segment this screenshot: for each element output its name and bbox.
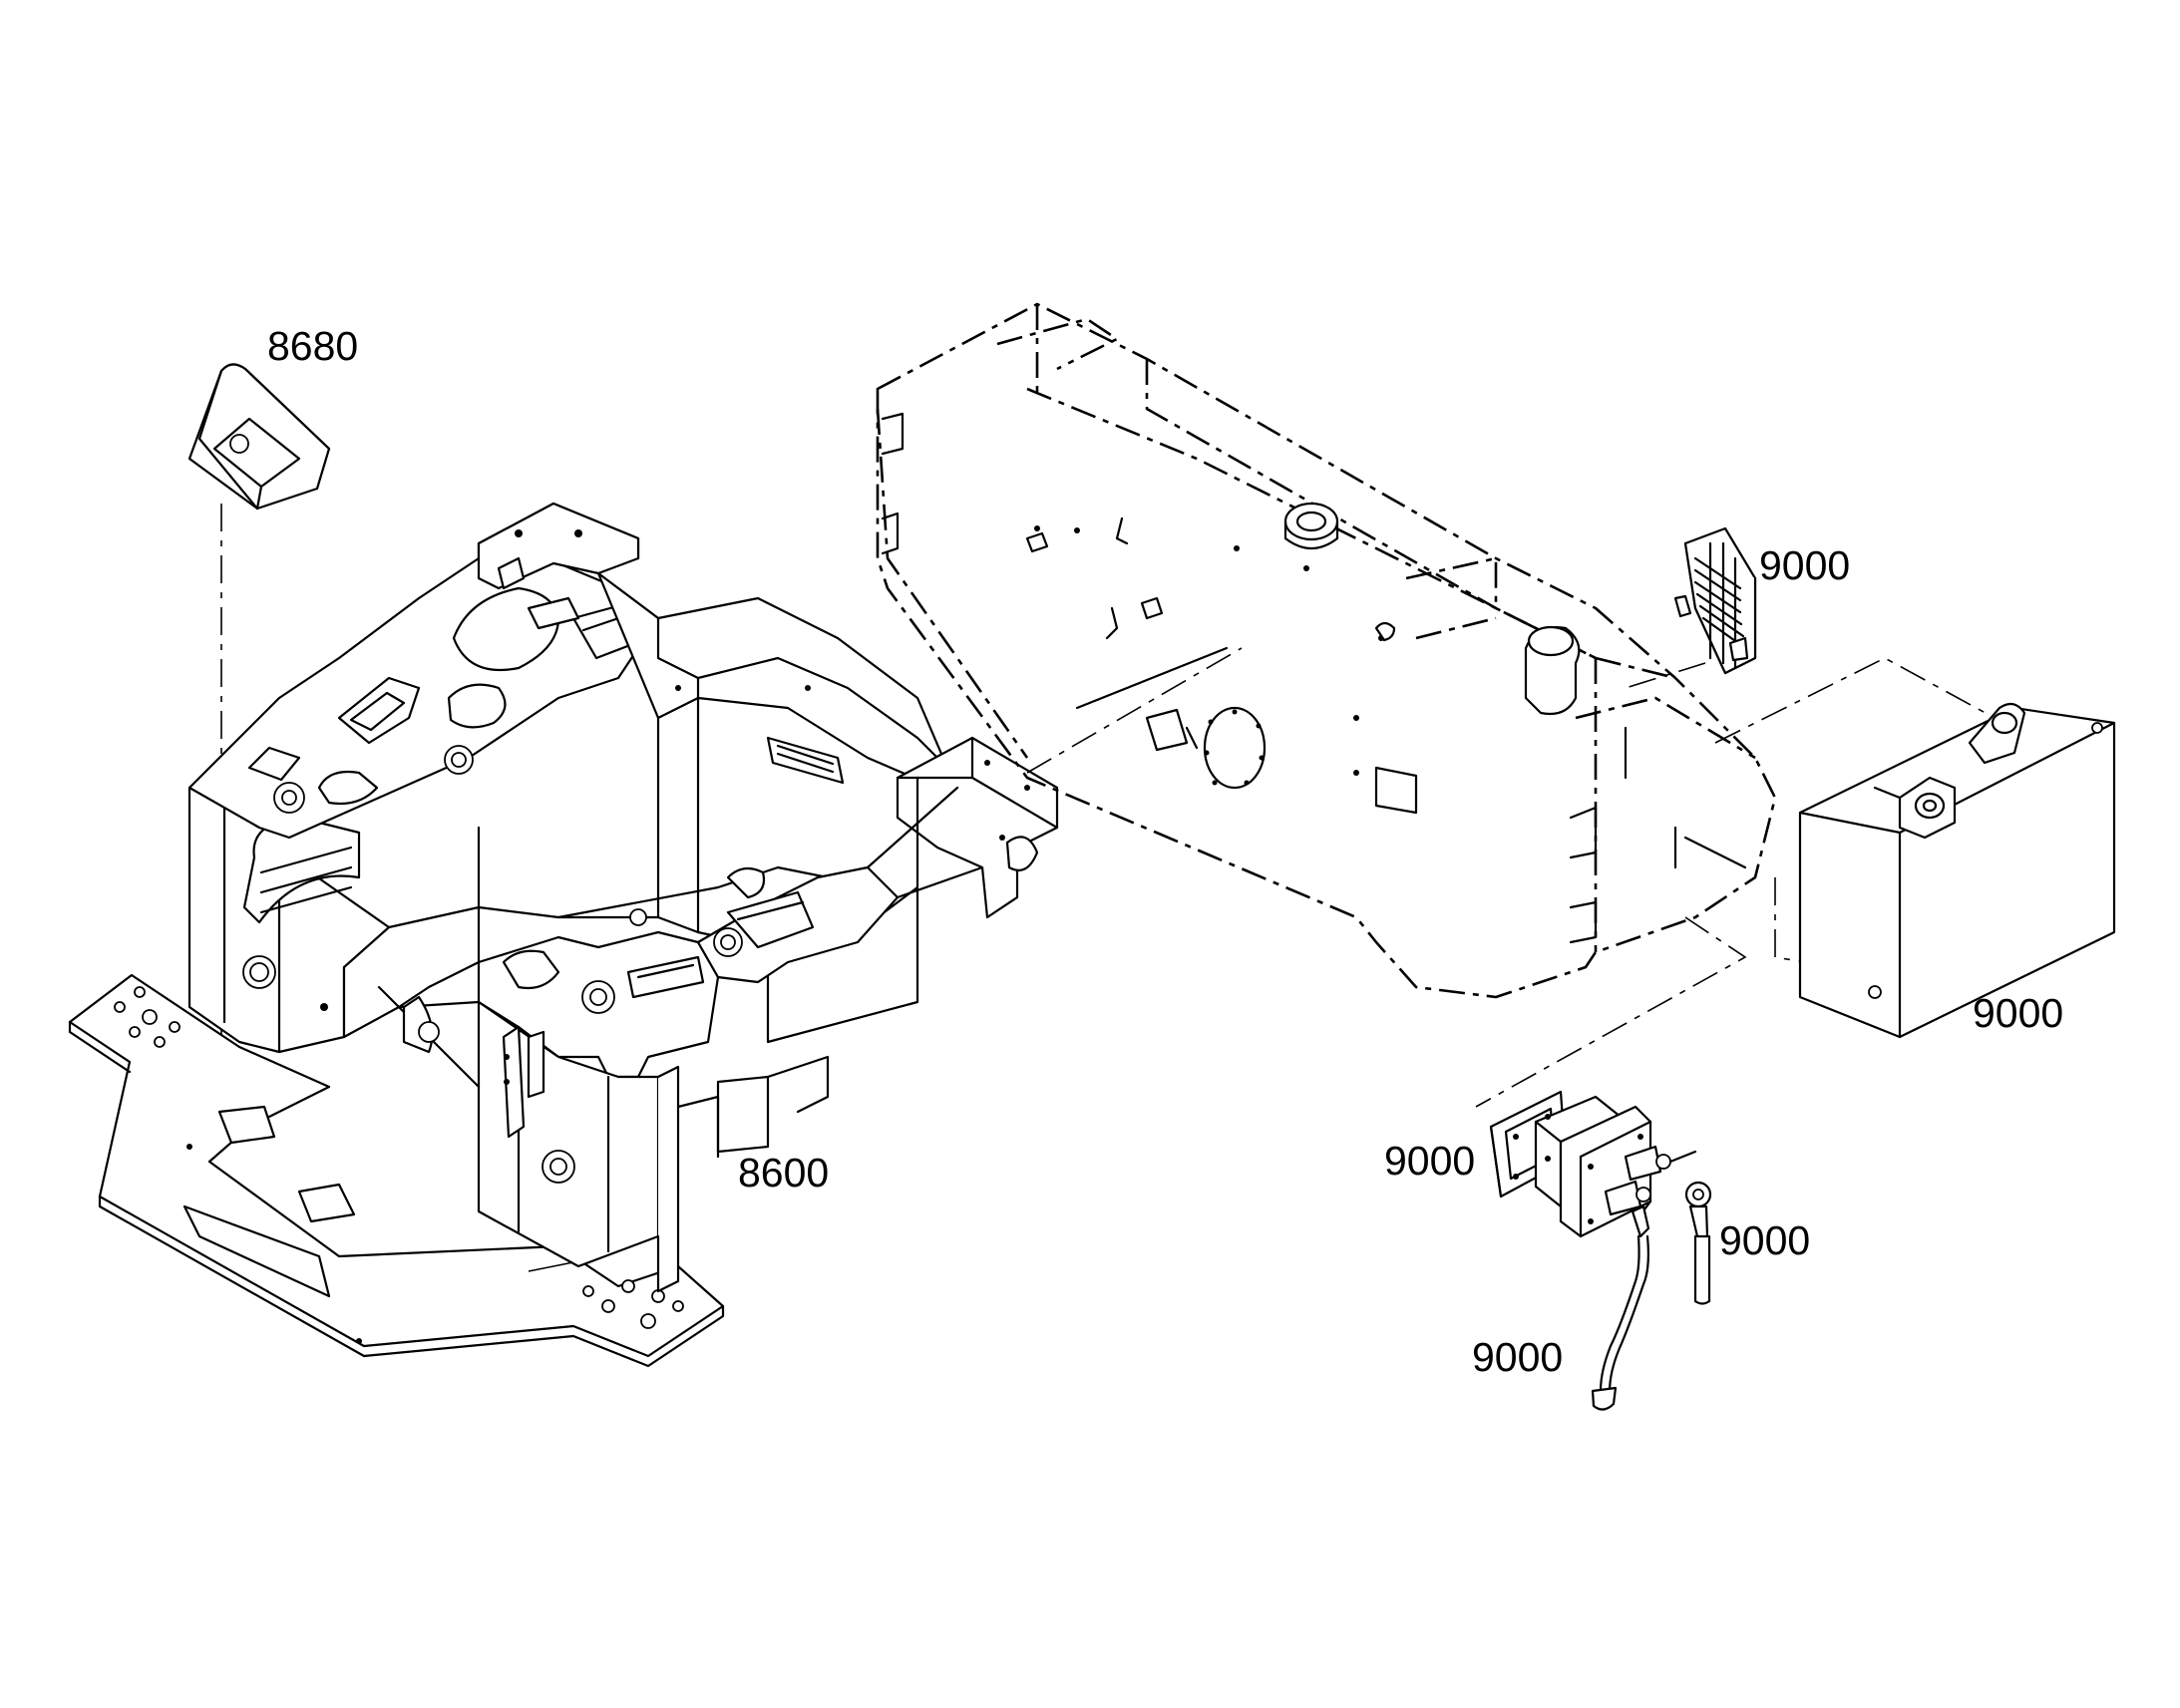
control-box-9000[interactable] xyxy=(1798,702,2116,1039)
callout-8680: 8680 xyxy=(267,323,358,369)
callout-8600: 8600 xyxy=(738,1150,829,1196)
battery-switch-9000[interactable] xyxy=(1489,1090,1697,1238)
relay-9000[interactable] xyxy=(1673,526,1757,675)
ground-cable-9000[interactable] xyxy=(1591,1204,1650,1411)
leader-tank-to-switch xyxy=(1475,916,1747,1108)
callout-9000-terminal: 9000 xyxy=(1719,1217,1810,1263)
frame-8600[interactable] xyxy=(68,502,1059,1368)
callout-9000-relay: 9000 xyxy=(1759,542,1850,588)
leader-box-corner xyxy=(1774,877,1806,963)
leader-frame-to-tank xyxy=(1026,647,1243,774)
callout-9000-box: 9000 xyxy=(1973,990,2063,1036)
leader-tank-to-box xyxy=(1714,657,1996,744)
ring-terminal-9000[interactable] xyxy=(1684,1181,1712,1305)
bracket-8680[interactable] xyxy=(187,363,331,511)
fuel-tank-phantom xyxy=(876,302,1777,999)
leader-relay xyxy=(1625,662,1706,689)
callout-9000-cable: 9000 xyxy=(1472,1334,1563,1380)
callout-9000-switch: 9000 xyxy=(1384,1138,1475,1184)
